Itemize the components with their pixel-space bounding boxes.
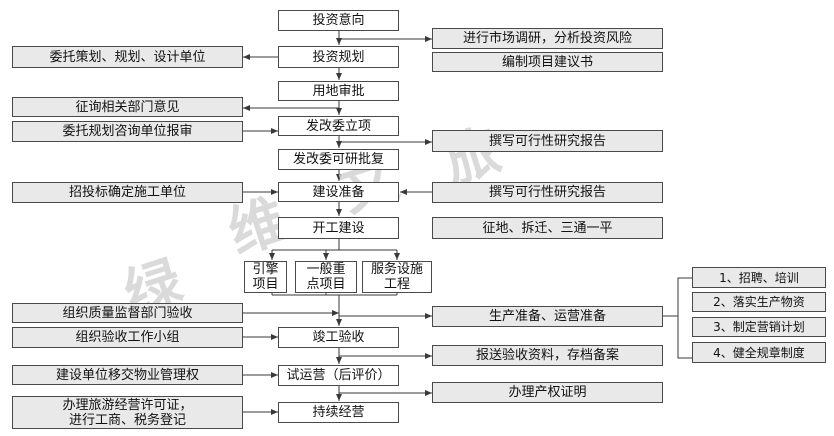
step-land-approval[interactable]: 用地审批 <box>278 81 399 101</box>
right-project-proposal[interactable]: 编制项目建议书 <box>432 52 663 72</box>
operations-bracket <box>677 277 692 359</box>
left-license-registration[interactable]: 办理旅游经营许可证， 进行工商、税务登记 <box>12 396 243 429</box>
left-planning-review[interactable]: 委托规划咨询单位报审 <box>12 121 243 142</box>
right-land-clearing[interactable]: 征地、拆迁、三通一平 <box>432 217 663 239</box>
subproject-facilities[interactable]: 服务设施 工程 <box>362 261 432 293</box>
step-project-approval[interactable]: 发改委立项 <box>278 116 399 136</box>
left-tender-contractor[interactable]: 招投标确定施工单位 <box>12 182 243 203</box>
right-property-certificate[interactable]: 办理产权证明 <box>432 382 663 403</box>
left-acceptance-team[interactable]: 组织验收工作小组 <box>12 327 243 348</box>
right-market-research[interactable]: 进行市场调研，分析投资风险 <box>432 28 663 49</box>
step-continued-operation[interactable]: 持续经营 <box>278 402 399 423</box>
subproject-engine[interactable]: 引擎 项目 <box>244 261 287 293</box>
left-property-handover[interactable]: 建设单位移交物业管理权 <box>12 365 243 385</box>
right-submit-records[interactable]: 报送验收资料，存档备案 <box>432 345 663 366</box>
ops-recruit-train[interactable]: 1、招聘、培训 <box>692 267 826 288</box>
right-feasibility-report-1[interactable]: 撰写可行性研究报告 <box>432 130 663 152</box>
step-construction-start[interactable]: 开工建设 <box>278 217 399 239</box>
left-commission-design[interactable]: 委托策划、规划、设计单位 <box>12 46 243 68</box>
ops-marketing-plan[interactable]: 3、制定营销计划 <box>692 317 826 337</box>
ops-materials[interactable]: 2、落实生产物资 <box>692 292 826 312</box>
step-trial-operation[interactable]: 试运营（后评价） <box>278 365 399 386</box>
step-investment-planning[interactable]: 投资规划 <box>278 46 399 68</box>
step-construction-prep[interactable]: 建设准备 <box>278 182 399 202</box>
step-completion-acceptance[interactable]: 竣工验收 <box>278 327 399 348</box>
ops-regulations[interactable]: 4、健全规章制度 <box>692 342 826 363</box>
right-operations-prep[interactable]: 生产准备、运营准备 <box>432 306 663 327</box>
right-feasibility-report-2[interactable]: 撰写可行性研究报告 <box>432 182 663 203</box>
step-feasibility-approval[interactable]: 发改委可研批复 <box>278 149 399 170</box>
left-quality-inspection[interactable]: 组织质量监督部门验收 <box>12 303 243 323</box>
left-consult-departments[interactable]: 征询相关部门意见 <box>12 97 243 117</box>
step-investment-intent[interactable]: 投资意向 <box>278 10 399 31</box>
subproject-key[interactable]: 一般重 点项目 <box>295 261 357 293</box>
